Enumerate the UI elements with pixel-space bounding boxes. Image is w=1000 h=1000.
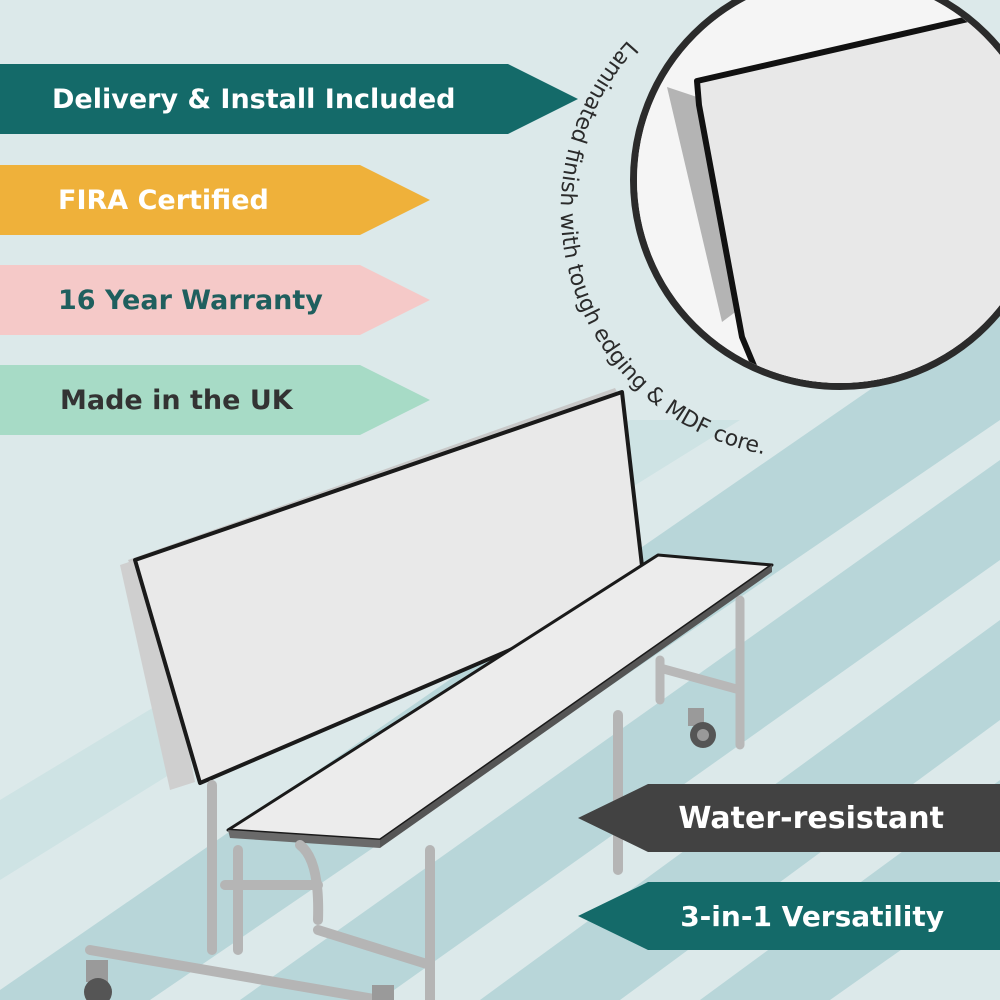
tag-warranty-label: 16 Year Warranty [58, 284, 323, 316]
laminate-detail-zoom [630, 0, 1000, 390]
seat-panel [226, 553, 774, 848]
tag-delivery-label: Delivery & Install Included [52, 83, 456, 115]
tag-made-in-uk: Made in the UK [0, 365, 430, 435]
tag-delivery-install: Delivery & Install Included [0, 64, 578, 134]
tag-versatility-label: 3-in-1 Versatility [680, 899, 944, 933]
caster-front-left [84, 960, 112, 1000]
tag-warranty: 16 Year Warranty [0, 265, 430, 335]
tag-water-label: Water-resistant [678, 800, 944, 836]
tag-water-resistant: Water-resistant [578, 784, 1000, 852]
bench-frame-front [85, 710, 623, 1000]
tag-fira-certified: FIRA Certified [0, 165, 430, 235]
tag-fira-label: FIRA Certified [58, 184, 269, 216]
caster-back-right [688, 708, 716, 748]
tag-versatility: 3-in-1 Versatility [578, 882, 1000, 950]
tag-made-in-uk-label: Made in the UK [60, 384, 293, 416]
caster-front-mid [372, 985, 394, 1000]
laminate-edge-closeup-icon [637, 0, 1000, 383]
